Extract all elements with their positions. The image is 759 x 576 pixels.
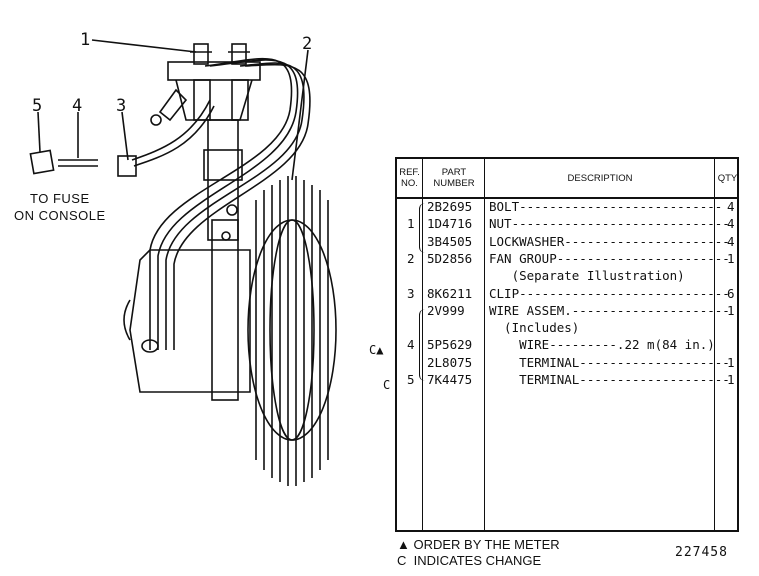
qty-cell: 4 bbox=[727, 233, 735, 249]
callout-4: 4 bbox=[72, 96, 83, 116]
description-cell: FAN GROUP----------------------- bbox=[489, 250, 730, 266]
table-row: 5 7K4475 TERMINAL--------------------1 bbox=[397, 372, 737, 389]
ref-no-cell: 2 bbox=[407, 250, 415, 266]
callout-5: 5 bbox=[32, 96, 43, 116]
header-qty: QTY bbox=[717, 172, 738, 184]
part-number-cell: 2L8075 bbox=[427, 354, 473, 370]
fan-wiring-illustration: 1 2 3 4 5 TO FUSE ON CONSOLE bbox=[0, 0, 370, 500]
description-cell: (Includes) bbox=[489, 320, 580, 336]
legend: ▲ ORDER BY THE METER C INDICATES CHANGE bbox=[397, 537, 560, 569]
header-ref-no: REF. NO. bbox=[399, 167, 420, 189]
part-number-cell: 7K4475 bbox=[427, 372, 473, 387]
description-cell: WIRE---------.22 m(84 in.) bbox=[489, 337, 715, 353]
parts-list-table: REF. NO. PART NUMBER DESCRIPTION QTY 2B2… bbox=[395, 157, 739, 532]
callout-2: 2 bbox=[302, 34, 313, 54]
part-number-cell: 5D2856 bbox=[427, 250, 473, 266]
part-number-cell: 2V999 bbox=[427, 302, 465, 318]
qty-cell: 4 bbox=[727, 216, 735, 232]
part-number-cell: 8K6211 bbox=[427, 285, 473, 301]
leader-3 bbox=[121, 111, 129, 161]
qty-cell: 4 bbox=[727, 199, 735, 214]
callout-1: 1 bbox=[80, 30, 91, 50]
qty-cell: 1 bbox=[727, 354, 735, 370]
terminal-block bbox=[167, 61, 261, 81]
part-number-cell: 5P5629 bbox=[427, 337, 473, 353]
part-number-cell: 1D4716 bbox=[427, 216, 473, 232]
table-row: 4 5P5629 WIRE---------.22 m(84 in.) bbox=[397, 337, 737, 354]
table-row: 3 8K6211 CLIP----------------------------6 bbox=[397, 286, 737, 303]
qty-cell: 6 bbox=[727, 285, 735, 301]
legend-indicates-change: C INDICATES CHANGE bbox=[397, 553, 542, 568]
header-description: DESCRIPTION bbox=[567, 172, 633, 184]
table-row: 1 1D4716 NUT-----------------------------4 bbox=[397, 216, 737, 233]
qty-cell: 1 bbox=[727, 372, 735, 387]
part-number-cell: 2B2695 bbox=[427, 199, 473, 214]
description-cell: LOCKWASHER---------------------- bbox=[489, 233, 730, 249]
description-cell: TERMINAL-------------------- bbox=[489, 372, 730, 387]
description-cell: BOLT--------------------------- bbox=[489, 199, 723, 214]
table-header bbox=[397, 159, 737, 199]
table-row: 2 5D2856 FAN GROUP-----------------------1 bbox=[397, 251, 737, 268]
part-number-cell: 3B4505 bbox=[427, 233, 473, 249]
description-cell: NUT----------------------------- bbox=[489, 216, 730, 232]
fan-guard bbox=[247, 176, 337, 486]
wire-left bbox=[149, 57, 293, 350]
ref-no-cell: 3 bbox=[407, 285, 415, 301]
callout-3: 3 bbox=[116, 96, 127, 116]
clip-3 bbox=[117, 155, 137, 177]
ref-no-cell: 1 bbox=[407, 216, 415, 232]
qty-cell: 1 bbox=[727, 302, 735, 318]
description-cell: (Separate Illustration) bbox=[489, 268, 685, 284]
description-cell: CLIP---------------------------- bbox=[489, 285, 730, 301]
ref-no-cell: 4 bbox=[407, 337, 415, 353]
legend-order-by-meter: ▲ ORDER BY THE METER bbox=[397, 537, 560, 552]
description-cell: TERMINAL-------------------- bbox=[489, 354, 730, 370]
table-row: 2L8075 TERMINAL--------------------1 bbox=[397, 355, 737, 372]
table-row: (Separate Illustration) bbox=[397, 268, 737, 285]
description-cell: WIRE ASSEM.--------------------- bbox=[489, 302, 730, 318]
leader-1 bbox=[91, 39, 197, 53]
qty-cell: 1 bbox=[727, 250, 735, 266]
change-mark-terminal: C bbox=[383, 378, 391, 392]
leader-2 bbox=[291, 49, 309, 181]
figure-number: 227458 bbox=[675, 545, 728, 560]
ref-no-cell: 5 bbox=[407, 372, 415, 387]
motor-housing bbox=[129, 249, 251, 393]
terminal-5 bbox=[29, 149, 55, 175]
assembly-drawing bbox=[29, 39, 337, 486]
leader-5 bbox=[37, 111, 41, 153]
change-mark-wire: C▲ bbox=[369, 343, 384, 357]
fuse-note-line-1: TO FUSE bbox=[30, 191, 90, 206]
fuse-note: TO FUSE ON CONSOLE bbox=[14, 190, 106, 224]
table-row: 2B2695 BOLT--------------------------- 4 bbox=[397, 199, 737, 216]
header-part-number: PART NUMBER bbox=[433, 167, 475, 189]
table-row: 2V999 WIRE ASSEM.---------------------1 bbox=[397, 303, 737, 320]
table-row: (Includes) bbox=[397, 320, 737, 337]
table-row: 3B4505 LOCKWASHER----------------------4 bbox=[397, 234, 737, 251]
fuse-note-line-2: ON CONSOLE bbox=[14, 208, 106, 223]
